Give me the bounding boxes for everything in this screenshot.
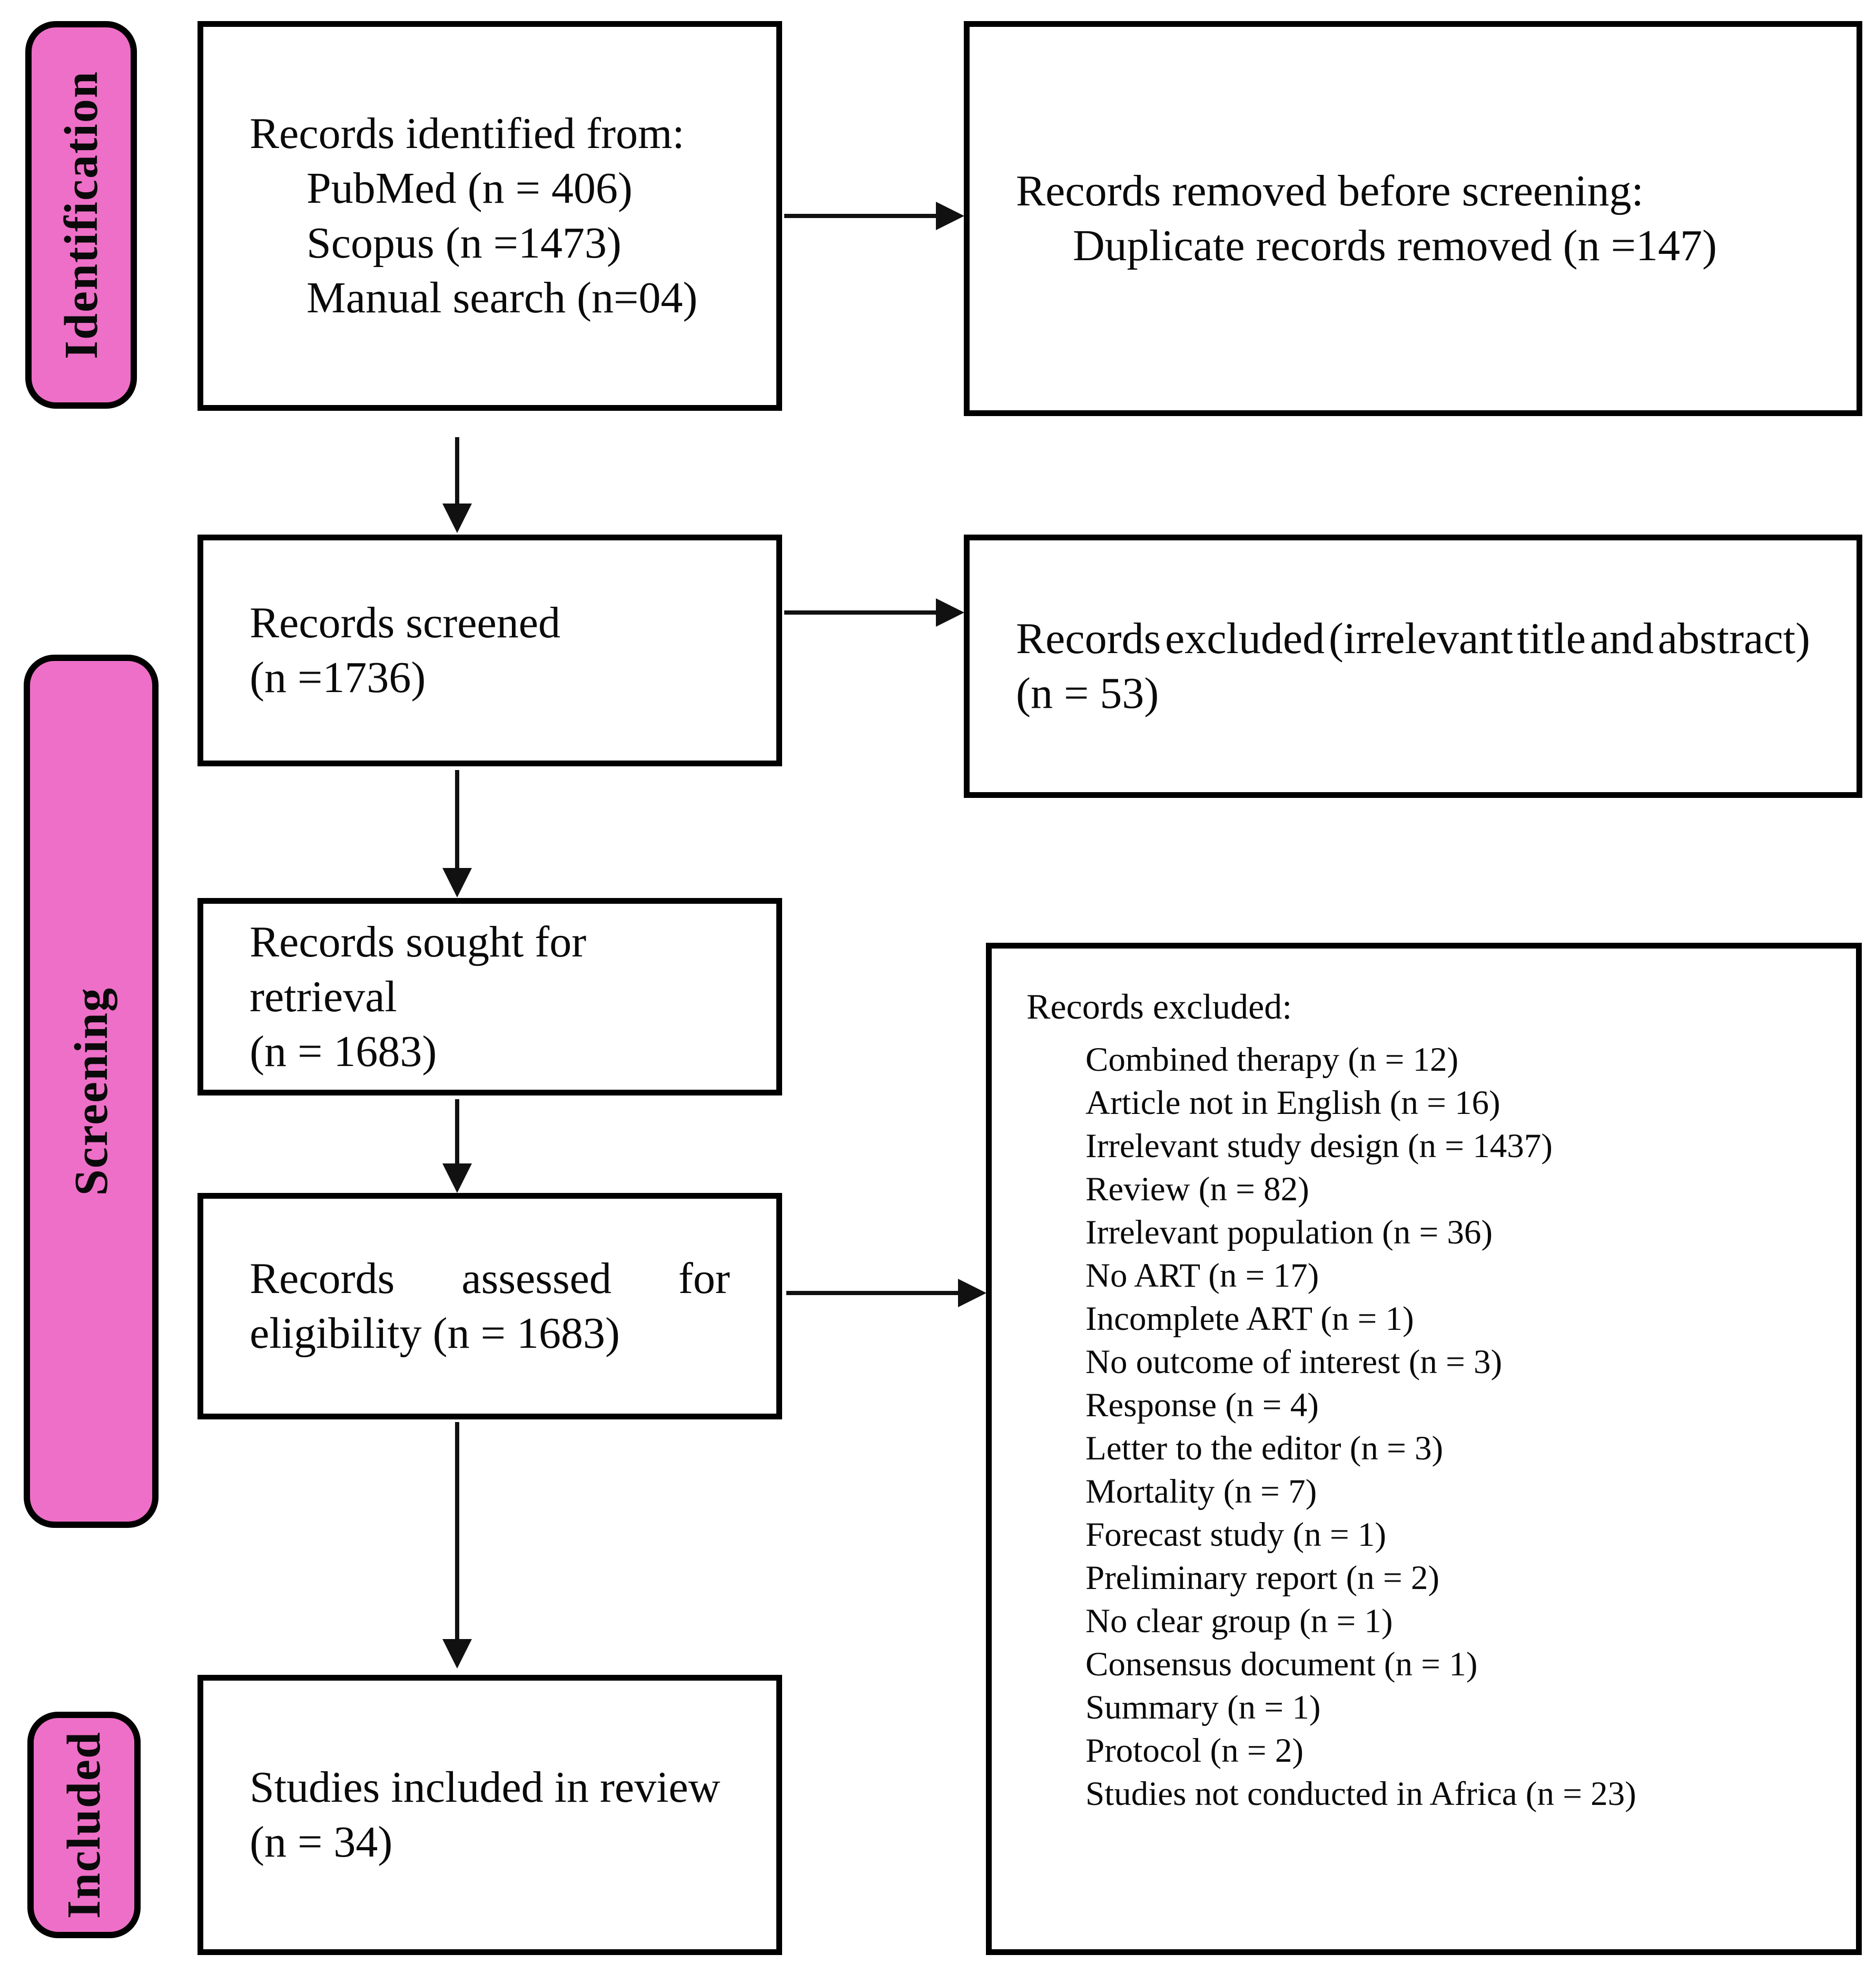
exclusion-reason: Studies not conducted in Africa (n = 23) bbox=[1085, 1775, 1636, 1813]
box-records-screened: Records screened (n =1736) bbox=[198, 535, 782, 766]
arrow-shaft bbox=[455, 1099, 459, 1163]
excluded-word: title bbox=[1517, 614, 1586, 663]
arrow-head-icon bbox=[442, 504, 472, 533]
records-screened-line1: Records screened bbox=[250, 598, 561, 647]
exclusion-reason: No outcome of interest (n = 3) bbox=[1085, 1343, 1503, 1381]
exclusion-reason: Response (n = 4) bbox=[1085, 1386, 1319, 1424]
records-identified-item: Scopus (n =1473) bbox=[307, 219, 622, 268]
exclusion-reason: Protocol (n = 2) bbox=[1085, 1732, 1304, 1770]
records-excluded-screening-count: (n = 53) bbox=[1016, 669, 1159, 718]
exclusion-reason: Article not in English (n = 16) bbox=[1085, 1084, 1500, 1122]
exclusion-reason: No ART (n = 17) bbox=[1085, 1257, 1319, 1295]
records-excluded-screening-line1: Records excluded (irrelevant title and a… bbox=[1016, 611, 1810, 666]
box-records-excluded-full: Records excluded: Combined therapy (n = … bbox=[986, 943, 1862, 1955]
records-assessed-line1: Records assessed for bbox=[250, 1251, 730, 1306]
exclusion-reason: Consensus document (n = 1) bbox=[1085, 1645, 1478, 1683]
arrow-head-icon bbox=[936, 598, 964, 627]
stage-screening: Screening bbox=[24, 655, 159, 1528]
stage-screening-label: Screening bbox=[65, 986, 117, 1196]
arrow-shaft bbox=[784, 610, 936, 615]
arrow-shaft bbox=[784, 214, 936, 218]
box-records-identified: Records identified from: PubMed (n = 406… bbox=[198, 21, 782, 411]
excluded-word: abstract) bbox=[1657, 614, 1810, 663]
stage-included: Included bbox=[27, 1712, 141, 1938]
records-assessed-word: assessed bbox=[461, 1254, 611, 1303]
stage-identification-label: Identification bbox=[55, 70, 107, 359]
records-identified-item: Manual search (n=04) bbox=[307, 273, 698, 322]
exclusion-reason: Irrelevant study design (n = 1437) bbox=[1085, 1127, 1553, 1165]
box-records-sought: Records sought for retrieval (n = 1683) bbox=[198, 898, 782, 1095]
box-records-assessed: Records assessed for eligibility (n = 16… bbox=[198, 1193, 782, 1419]
stage-identification: Identification bbox=[25, 21, 137, 409]
arrow-head-icon bbox=[442, 1639, 472, 1669]
excluded-word: Records bbox=[1016, 614, 1161, 663]
arrow-head-icon bbox=[442, 1163, 472, 1193]
records-assessed-word: for bbox=[678, 1254, 730, 1303]
arrow-shaft bbox=[455, 770, 459, 868]
records-removed-line2: Duplicate records removed (n =147) bbox=[1073, 221, 1717, 270]
exclusion-reason: Irrelevant population (n = 36) bbox=[1085, 1213, 1493, 1251]
records-removed-line1: Records removed before screening: bbox=[1016, 166, 1644, 215]
box-studies-included: Studies included in review (n = 34) bbox=[198, 1675, 782, 1955]
records-sought-line1: Records sought for retrieval bbox=[250, 917, 587, 1021]
records-assessed-line2: eligibility (n = 1683) bbox=[250, 1309, 620, 1358]
arrow-shaft bbox=[455, 1422, 459, 1639]
exclusion-reason: Letter to the editor (n = 3) bbox=[1085, 1429, 1444, 1467]
excluded-word: and bbox=[1589, 614, 1654, 663]
stage-included-label: Included bbox=[58, 1731, 110, 1919]
records-excluded-full-title: Records excluded: bbox=[1026, 986, 1292, 1027]
box-records-removed: Records removed before screening: Duplic… bbox=[964, 21, 1862, 416]
records-assessed-word: Records bbox=[250, 1254, 395, 1303]
exclusion-reason: Review (n = 82) bbox=[1085, 1170, 1309, 1208]
arrow-shaft bbox=[455, 437, 459, 504]
box-records-excluded-screening: Records excluded (irrelevant title and a… bbox=[964, 535, 1862, 798]
records-identified-item: PubMed (n = 406) bbox=[307, 164, 633, 213]
exclusion-reason: Mortality (n = 7) bbox=[1085, 1473, 1317, 1511]
exclusion-reason: No clear group (n = 1) bbox=[1085, 1602, 1393, 1640]
exclusion-reason: Forecast study (n = 1) bbox=[1085, 1516, 1387, 1554]
excluded-word: (irrelevant bbox=[1328, 614, 1513, 663]
exclusion-reason: Combined therapy (n = 12) bbox=[1085, 1041, 1459, 1079]
studies-included-line1: Studies included in review bbox=[250, 1763, 720, 1812]
exclusion-reason: Preliminary report (n = 2) bbox=[1085, 1559, 1440, 1597]
records-identified-title: Records identified from: bbox=[250, 109, 685, 158]
studies-included-count: (n = 34) bbox=[250, 1818, 393, 1867]
exclusion-reason: Summary (n = 1) bbox=[1085, 1689, 1321, 1726]
arrow-shaft bbox=[786, 1291, 958, 1295]
arrow-head-icon bbox=[958, 1279, 986, 1307]
records-sought-count: (n = 1683) bbox=[250, 1027, 437, 1076]
records-screened-count: (n =1736) bbox=[250, 653, 426, 702]
arrow-head-icon bbox=[442, 868, 472, 897]
arrow-head-icon bbox=[936, 202, 964, 230]
exclusion-reason: Incomplete ART (n = 1) bbox=[1085, 1300, 1414, 1338]
excluded-word: excluded bbox=[1164, 614, 1325, 663]
